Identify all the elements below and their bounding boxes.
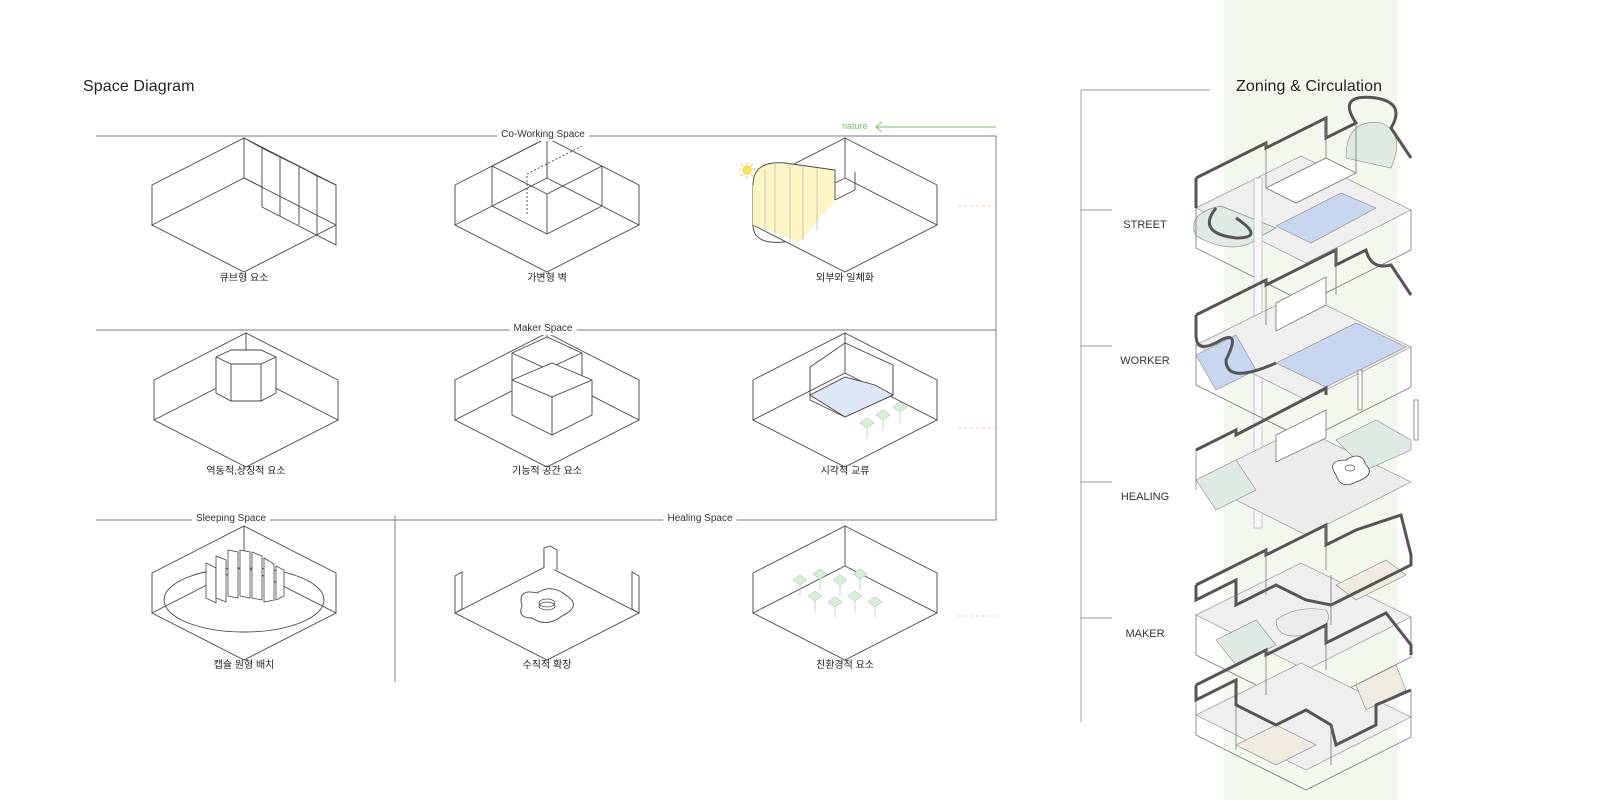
space-diagram-title: Space Diagram: [83, 78, 195, 95]
diagram-symbolic-element: [153, 332, 339, 468]
floor-maker: [1194, 611, 1413, 791]
nature-arrow: [875, 121, 996, 133]
caption-visual-exchange: 시각적 교류: [820, 466, 870, 477]
diagram-cube-elements: [151, 137, 337, 273]
section-label-healing: Healing Space: [663, 513, 737, 525]
diagram-variable-wall: [454, 137, 640, 273]
caption-capsule-circular: 캡슐 원형 배치: [213, 660, 275, 671]
diagram-capsule-circular: [151, 525, 337, 661]
caption-cube-elements: 큐브형 요소: [219, 273, 269, 284]
nature-connectors: [958, 205, 996, 617]
diagram-outdoor-integration: [739, 137, 938, 273]
caption-functional-space: 기능적 공간 요소: [512, 466, 582, 477]
diagram-vertical-expansion: [454, 545, 640, 661]
caption-symbolic-element: 역동적,상징적 요소: [206, 466, 286, 477]
zone-label-street: STREET: [1123, 219, 1167, 231]
zoning-circulation-title: Zoning & Circulation: [1236, 78, 1383, 95]
caption-outdoor-integration: 외부와 일체화: [816, 273, 874, 284]
diagram-functional-space: [454, 332, 640, 468]
sun-icon: [739, 162, 755, 178]
zone-label-maker: MAKER: [1125, 628, 1165, 640]
nature-label: nature: [842, 121, 868, 131]
floor-worker: [1194, 247, 1413, 441]
diagram-visual-exchange: [752, 332, 938, 468]
zone-label-worker: WORKER: [1120, 355, 1170, 367]
zone-label-healing: HEALING: [1120, 491, 1170, 503]
zoning-bracket: [1080, 89, 1210, 722]
caption-vertical-expansion: 수직적 확장: [522, 660, 572, 671]
section-label-maker: Maker Space: [509, 323, 577, 335]
caption-eco-friendly: 친환경적 요소: [816, 660, 874, 671]
floor-healing: [1195, 369, 1419, 536]
caption-variable-wall: 가변형 벽: [527, 273, 567, 284]
section-label-coworking: Co-Working Space: [497, 129, 589, 141]
diagram-eco-friendly: [752, 525, 938, 661]
section-label-sleeping: Sleeping Space: [191, 513, 271, 525]
